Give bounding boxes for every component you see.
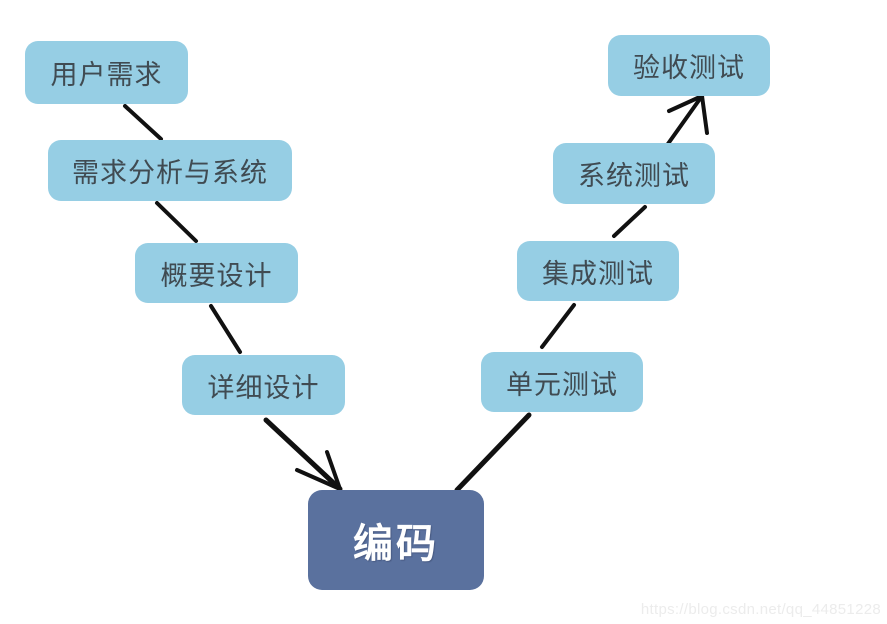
node-label: 需求分析与系统 (72, 158, 268, 188)
node-outline-design[interactable]: 概要设计 (135, 243, 298, 303)
node-integration-test[interactable]: 集成测试 (517, 241, 679, 301)
node-unit-test[interactable]: 单元测试 (481, 352, 643, 412)
node-label: 系统测试 (578, 161, 690, 191)
node-label: 编码 (353, 522, 439, 566)
arrowhead-acceptance-b (700, 94, 709, 135)
node-label: 概要设计 (160, 260, 273, 291)
connector-outline-design-to-detailed-design (209, 304, 242, 354)
connector-system-test-to-acceptance-test (663, 94, 704, 150)
node-requirements-analysis[interactable]: 需求分析与系统 (48, 140, 292, 201)
arrowhead-coding-left-a (295, 468, 342, 491)
node-acceptance-test[interactable]: 验收测试 (608, 35, 770, 96)
node-detailed-design[interactable]: 详细设计 (182, 355, 345, 415)
connector-integration-test-to-unit-test (540, 303, 576, 349)
node-coding[interactable]: 编码 (308, 490, 484, 590)
connector-system-test-to-integration-test (612, 205, 647, 238)
node-system-test[interactable]: 系统测试 (553, 143, 715, 204)
connector-user-requirements-to-requirements-analysis (123, 104, 163, 141)
connector-requirements-analysis-to-outline-design (155, 201, 198, 243)
connector-unit-test-to-coding (454, 412, 532, 493)
arrowhead-coding-left-b (325, 450, 342, 491)
watermark: https://blog.csdn.net/qq_44851228 (640, 601, 881, 618)
node-label: 详细设计 (207, 372, 320, 403)
node-label: 单元测试 (506, 369, 618, 400)
node-label: 用户需求 (50, 60, 163, 90)
connector-detailed-design-to-coding (263, 417, 343, 492)
node-label: 验收测试 (633, 53, 745, 83)
node-user-requirements[interactable]: 用户需求 (25, 41, 188, 104)
node-label: 集成测试 (542, 258, 654, 289)
arrowhead-acceptance-a (667, 94, 704, 113)
